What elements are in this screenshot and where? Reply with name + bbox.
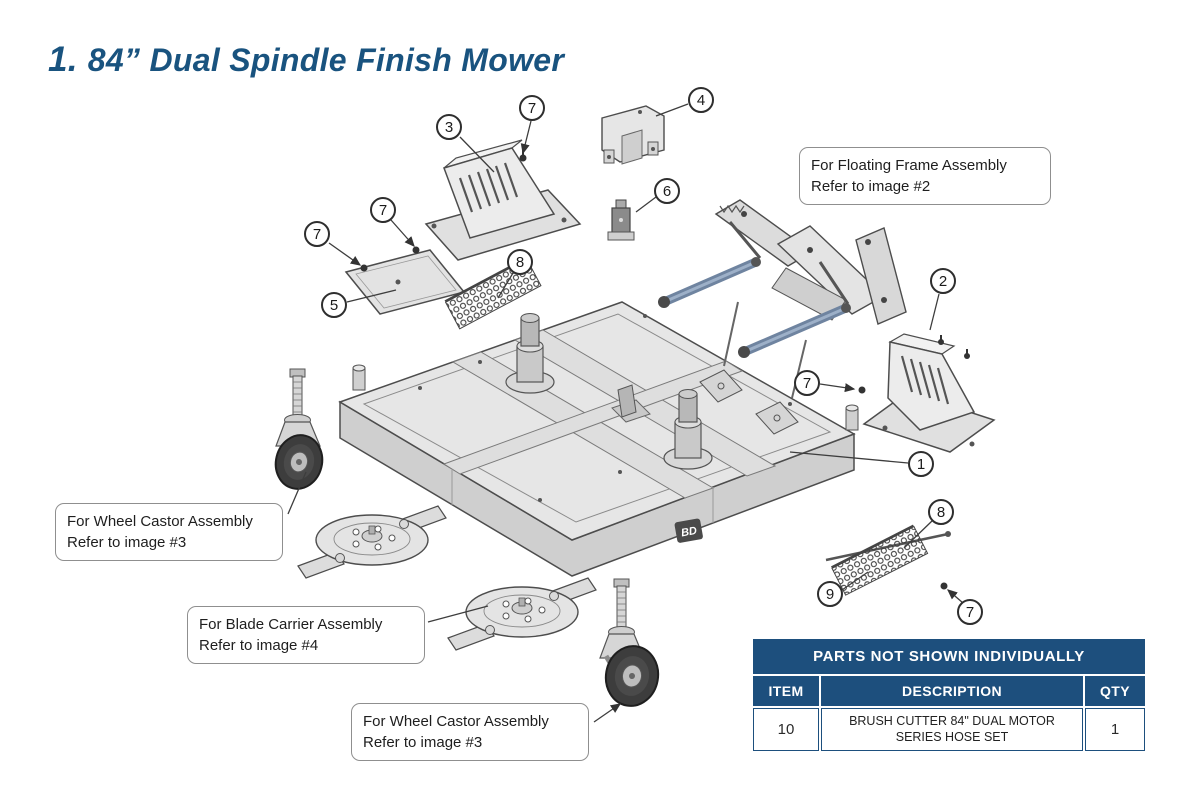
blade-carrier-right [447,577,597,651]
brand-logo: BD [674,518,703,543]
balloon-part-4: 4 [688,87,714,113]
balloon-part-3: 3 [436,114,462,140]
caster-wheel-left [274,368,324,490]
note-line: Refer to image #3 [363,734,483,751]
parts-not-shown-table: PARTS NOT SHOWN INDIVIDUALLY ITEM DESCRI… [753,639,1145,751]
balloon-part-6: 6 [654,178,680,204]
note-wheel-castor-left: For Wheel Castor Assembly Refer to image… [55,503,283,561]
balloon-part-1: 1 [908,451,934,477]
floating-frame-assembly [658,199,907,399]
balloon-part-7: 7 [794,370,820,396]
note-line: For Wheel Castor Assembly [363,713,549,730]
page-title: 1.84” Dual Spindle Finish Mower [48,40,564,80]
blade-carrier-left [297,505,447,579]
mower-deck: BD [338,301,859,577]
column-header-qty: QTY [1085,676,1145,706]
svg-text:BD: BD [680,525,698,540]
balloon-part-9: 9 [817,581,843,607]
balloon-part-8: 8 [928,499,954,525]
balloon-part-2: 2 [930,268,956,294]
balloon-part-7: 7 [519,95,545,121]
belt-cover-left [424,139,582,261]
balloon-part-7: 7 [370,197,396,223]
column-header-description: DESCRIPTION [821,676,1083,706]
leader-lines [287,103,964,723]
motor-mount-bracket [601,105,665,165]
cell-item: 10 [753,708,819,751]
column-header-item: ITEM [753,676,819,706]
chain-shield-lower [825,524,951,596]
balloon-part-7: 7 [304,221,330,247]
note-line: For Wheel Castor Assembly [67,513,253,530]
note-line: For Floating Frame Assembly [811,157,1007,174]
note-line: Refer to image #2 [811,178,931,195]
parts-table-title: PARTS NOT SHOWN INDIVIDUALLY [753,639,1145,674]
note-line: Refer to image #4 [199,637,319,654]
figure-title-text: 84” Dual Spindle Finish Mower [87,42,565,78]
belt-cover-right [858,333,996,453]
balloon-part-8: 8 [507,249,533,275]
valve-part [607,199,635,241]
shield-plate [344,246,466,315]
note-blade-carrier: For Blade Carrier Assembly Refer to imag… [187,606,425,664]
table-row: 10 BRUSH CUTTER 84" DUAL MOTOR SERIES HO… [753,708,1145,751]
note-line: For Blade Carrier Assembly [199,616,383,633]
parts-table-header: ITEM DESCRIPTION QTY [753,676,1145,706]
note-floating-frame: For Floating Frame Assembly Refer to ima… [799,147,1051,205]
cell-description: BRUSH CUTTER 84" DUAL MOTOR SERIES HOSE … [821,708,1083,751]
caster-wheel-bottom [599,578,660,707]
figure-number: 1. [48,40,78,79]
note-line: Refer to image #3 [67,534,187,551]
note-wheel-castor-bottom: For Wheel Castor Assembly Refer to image… [351,703,589,761]
balloon-part-5: 5 [321,292,347,318]
balloon-part-7: 7 [957,599,983,625]
cell-qty: 1 [1085,708,1145,751]
